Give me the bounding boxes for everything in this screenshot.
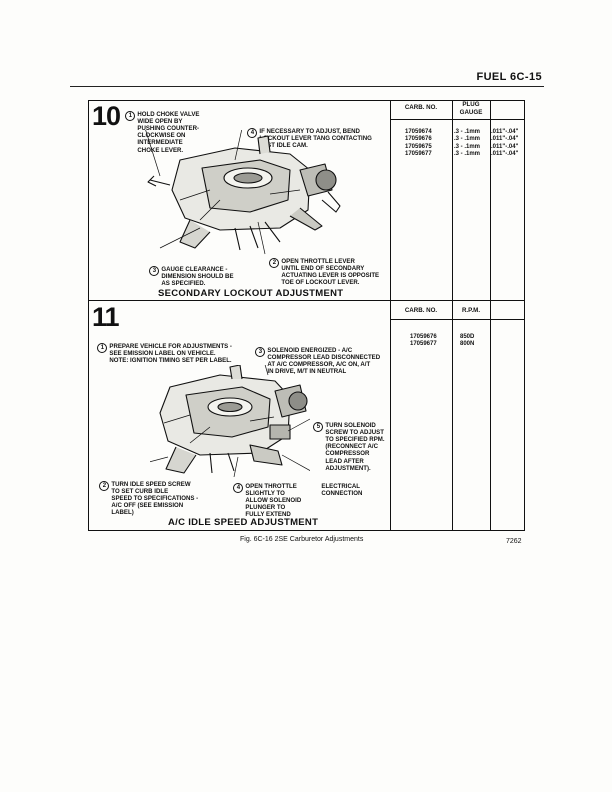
panel11-title: A/C IDLE SPEED ADJUSTMENT — [168, 517, 319, 528]
table10-mm-col: .3 - .1mm.3 - .1mm.3 - .1mm.3 - .1mm — [454, 129, 481, 157]
table10-col3-border — [490, 100, 491, 300]
callout-number: 2 — [269, 258, 280, 269]
table11-col3-border — [490, 300, 491, 531]
callout-number: 3 — [255, 347, 266, 358]
table11-header-rpm: R.P.M. — [461, 307, 481, 314]
table11-header-rule — [390, 319, 525, 320]
figure-id: 7262 — [506, 538, 522, 545]
table11-header-carb-no: CARB. NO. — [404, 307, 438, 314]
header-rule — [70, 86, 544, 87]
table10-header-carb-no: CARB. NO. — [404, 104, 438, 111]
table-left-border — [390, 100, 391, 531]
table11-col2-border — [452, 300, 453, 531]
carburetor-illustration-11 — [150, 365, 310, 477]
callout-number: 1 — [125, 111, 136, 122]
table10-header-rule — [390, 119, 525, 120]
callout-number: 3 — [149, 266, 160, 277]
callout-number: 4 — [247, 128, 258, 139]
callout-number: 4 — [233, 483, 244, 494]
table10-header-plug-gauge: PLUG GAUGE — [459, 101, 483, 116]
panel-divider — [88, 300, 525, 301]
step-number-10: 10 — [92, 101, 121, 131]
carburetor-illustration-10 — [145, 130, 341, 255]
callout-number: 1 — [97, 343, 108, 354]
callout-number: 5 — [313, 422, 324, 433]
figure-caption: Fig. 6C-16 2SE Carburetor Adjustments — [240, 536, 364, 543]
step-number-11: 11 — [92, 302, 120, 332]
figure-frame — [88, 100, 525, 531]
table10-in-col: .011"-.04".011"-.04".011"-.04".011"-.04" — [491, 129, 519, 157]
callout-number: 2 — [99, 481, 110, 492]
table10-col2-border — [452, 100, 453, 300]
panel10-title: SECONDARY LOCKOUT ADJUSTMENT — [158, 288, 344, 299]
page-header: FUEL 6C-15 — [476, 71, 542, 83]
